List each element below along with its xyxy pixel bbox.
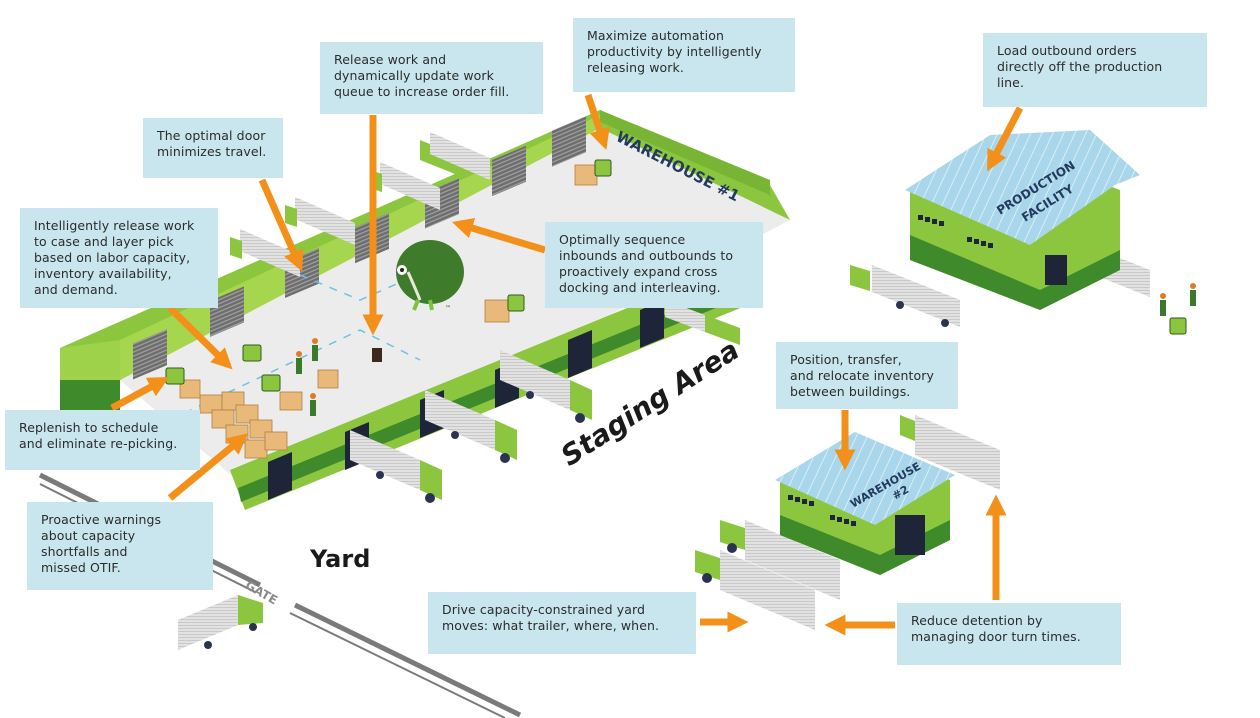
kiwi-mascot: ™ bbox=[396, 240, 464, 312]
truck bbox=[900, 415, 1000, 490]
callout-drive-yard-moves: Drive capacity-constrained yard moves: w… bbox=[428, 592, 696, 654]
callout-proactive-warnings: Proactive warnings about capacity shortf… bbox=[27, 502, 213, 590]
truck bbox=[425, 390, 517, 463]
production-facility: PRODUCTION FACILITY bbox=[905, 130, 1140, 310]
truck bbox=[285, 197, 355, 245]
arrow-replenish bbox=[110, 376, 170, 412]
kiwi-trademark: ™ bbox=[445, 305, 451, 312]
forklifts bbox=[165, 159, 1187, 392]
callout-sequence-inbounds: Optimally sequence inbounds and outbound… bbox=[545, 222, 763, 308]
workers bbox=[296, 283, 1196, 416]
warehouse-2-roof bbox=[775, 432, 955, 525]
arrow-load-outbound bbox=[987, 106, 1024, 172]
truck bbox=[695, 550, 815, 630]
callout-intelligent-release: Intelligently release work to case and l… bbox=[20, 208, 218, 308]
callout-position-transfer: Position, transfer, and relocate invento… bbox=[776, 342, 958, 409]
truck bbox=[720, 520, 840, 600]
callout-arrows bbox=[110, 93, 1024, 636]
callout-release-work: Release work and dynamically update work… bbox=[320, 42, 543, 114]
callout-load-outbound: Load outbound orders directly off the pr… bbox=[983, 33, 1207, 107]
callout-maximize-automation: Maximize automation productivity by inte… bbox=[573, 18, 795, 92]
callout-replenish: Replenish to schedule and eliminate re-p… bbox=[5, 410, 200, 470]
truck bbox=[420, 132, 490, 180]
callout-reduce-detention: Reduce detention by managing door turn t… bbox=[897, 603, 1121, 665]
truck bbox=[500, 350, 592, 423]
truck bbox=[850, 265, 960, 327]
arrow-proactive-warnings bbox=[167, 433, 249, 501]
yard-label: Yard bbox=[310, 545, 371, 573]
arrow-intelligent-release bbox=[167, 305, 233, 370]
production-roof bbox=[905, 135, 1115, 245]
arrow-sequence-inbounds bbox=[451, 217, 547, 254]
truck bbox=[665, 300, 740, 345]
yard-truck bbox=[178, 595, 263, 650]
truck bbox=[350, 430, 442, 503]
warehouse-2: WAREHOUSE #2 bbox=[775, 432, 955, 575]
arrow-maximize-automation bbox=[584, 93, 610, 150]
callout-optimal-door: The optimal door minimizes travel. bbox=[143, 118, 283, 178]
arrow-optimal-door bbox=[258, 178, 304, 272]
